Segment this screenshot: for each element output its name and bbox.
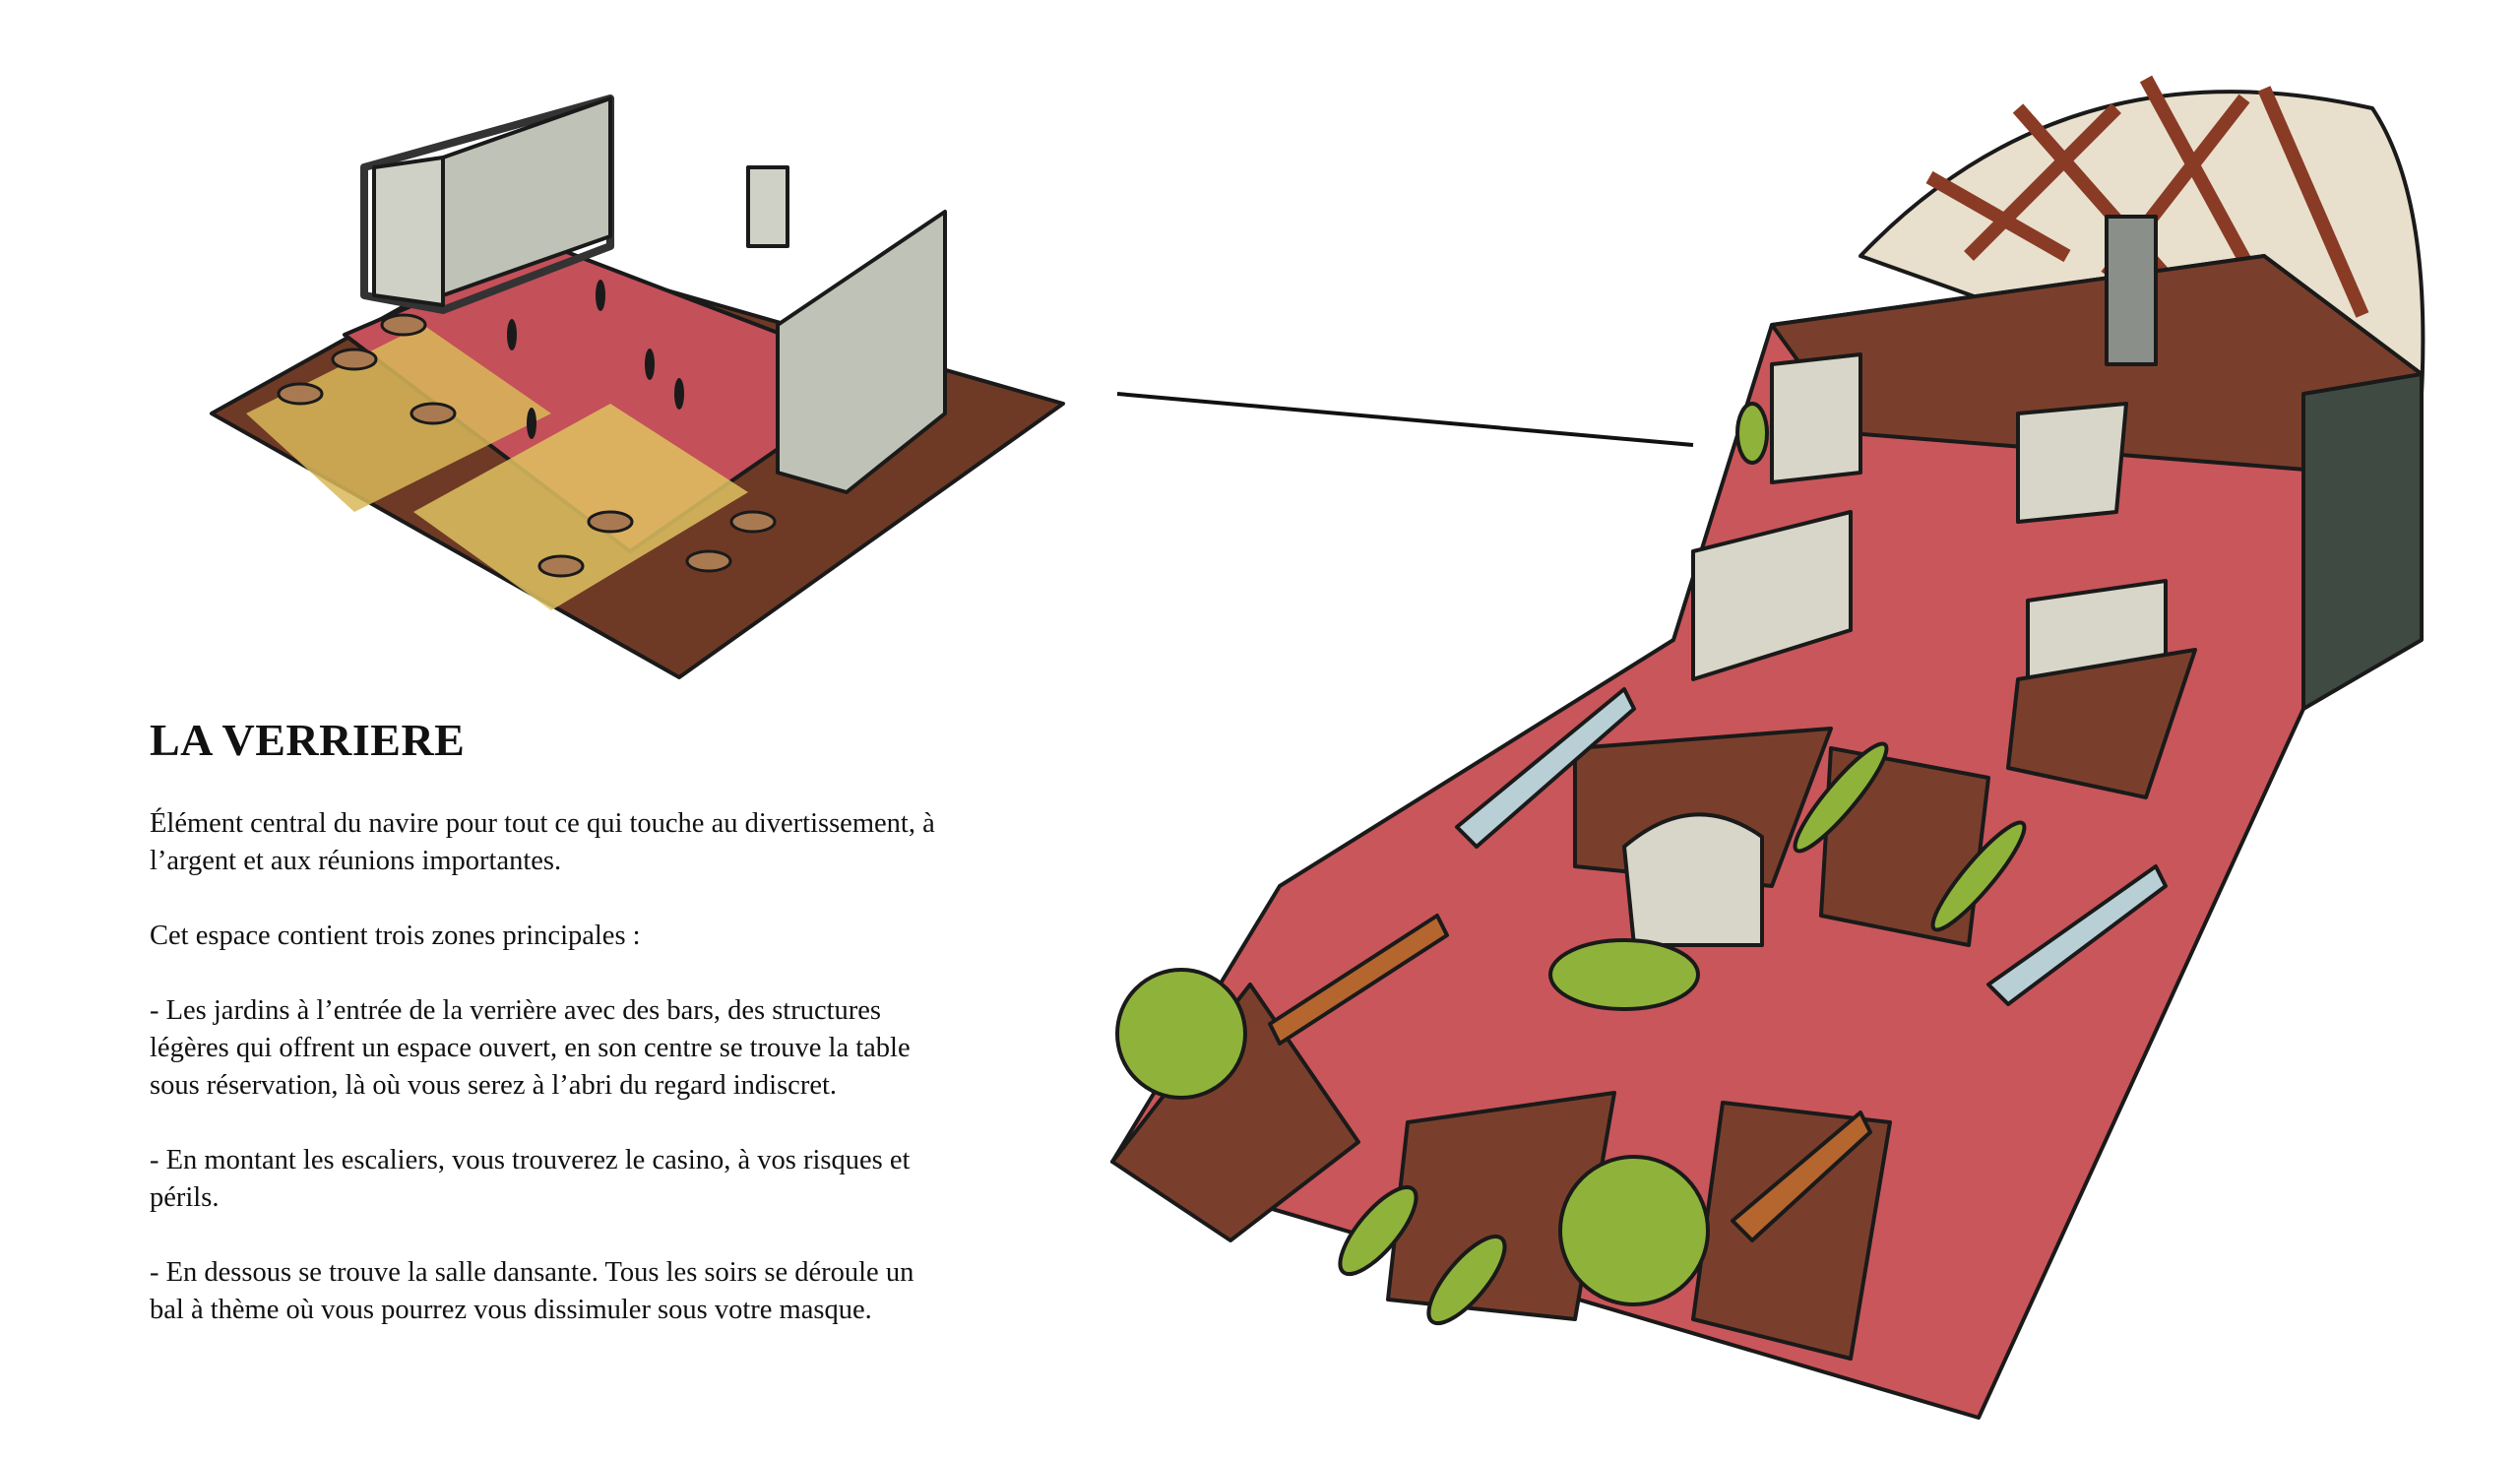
casino-paragraph: - En montant les escaliers, vous trouver…: [150, 1145, 911, 1213]
page-title: LA VERRIERE: [150, 715, 466, 765]
zones-heading-paragraph: Cet espace contient trois zones principa…: [150, 920, 641, 951]
ballroom-detail-sketch: [210, 95, 1065, 679]
gardens-paragraph: - Les jardins à l’entrée de la verrière …: [150, 995, 911, 1101]
ballroom-paragraph: - En dessous se trouve la salle dansante…: [150, 1257, 914, 1325]
description-panel: LA VERRIERE Élément central du navire po…: [150, 711, 937, 1366]
verriere-overview-sketch: [1110, 75, 2426, 1420]
intro-paragraph: Élément central du navire pour tout ce q…: [150, 808, 935, 876]
callout-line: [1116, 392, 1694, 447]
